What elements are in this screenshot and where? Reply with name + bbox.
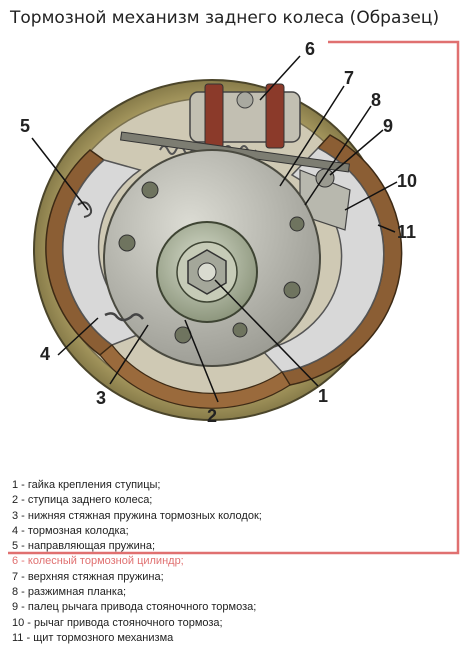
legend-item-6-highlighted: 6 - колесный тормозной цилиндр; [12, 555, 184, 568]
legend-item-3: 3 - нижняя стяжная пружина тормозных кол… [12, 509, 262, 522]
callout-1: 1 [318, 386, 328, 406]
brake-mechanism-diagram: 1 2 3 4 5 6 7 8 9 10 11 [20, 39, 417, 426]
callout-4: 4 [40, 344, 50, 364]
callout-7: 7 [344, 68, 354, 88]
legend-item-2: 2 - ступица заднего колеса; [12, 494, 153, 507]
callout-3: 3 [96, 388, 106, 408]
legend-item-4: 4 - тормозная колодка; [12, 524, 129, 537]
callout-8: 8 [371, 90, 381, 110]
legend-list: 1 - гайка крепления ступицы; 2 - ступица… [12, 478, 262, 646]
callout-9: 9 [383, 116, 393, 136]
callout-10: 10 [397, 171, 417, 191]
page-title: Тормозной механизм заднего колеса (Образ… [10, 8, 440, 28]
callout-2: 2 [207, 406, 217, 426]
legend-item-7: 7 - верхняя стяжная пружина; [12, 570, 164, 583]
legend-item-5: 5 - направляющая пружина; [12, 540, 155, 553]
legend-item-10: 10 - рычаг привода стояночного тормоза; [12, 616, 223, 629]
hub-spindle [197, 262, 217, 282]
callout-11: 11 [397, 222, 416, 242]
callout-6: 6 [305, 39, 315, 59]
legend-item-8: 8 - разжимная планка; [12, 586, 127, 599]
wheel-cylinder [189, 83, 301, 149]
legend-item-9: 9 - палец рычага привода стояночного тор… [12, 601, 257, 614]
legend-item-1: 1 - гайка крепления ступицы; [12, 479, 161, 491]
legend-item-11: 11 - щит тормозного механизма [12, 631, 174, 644]
callout-5: 5 [20, 116, 30, 136]
